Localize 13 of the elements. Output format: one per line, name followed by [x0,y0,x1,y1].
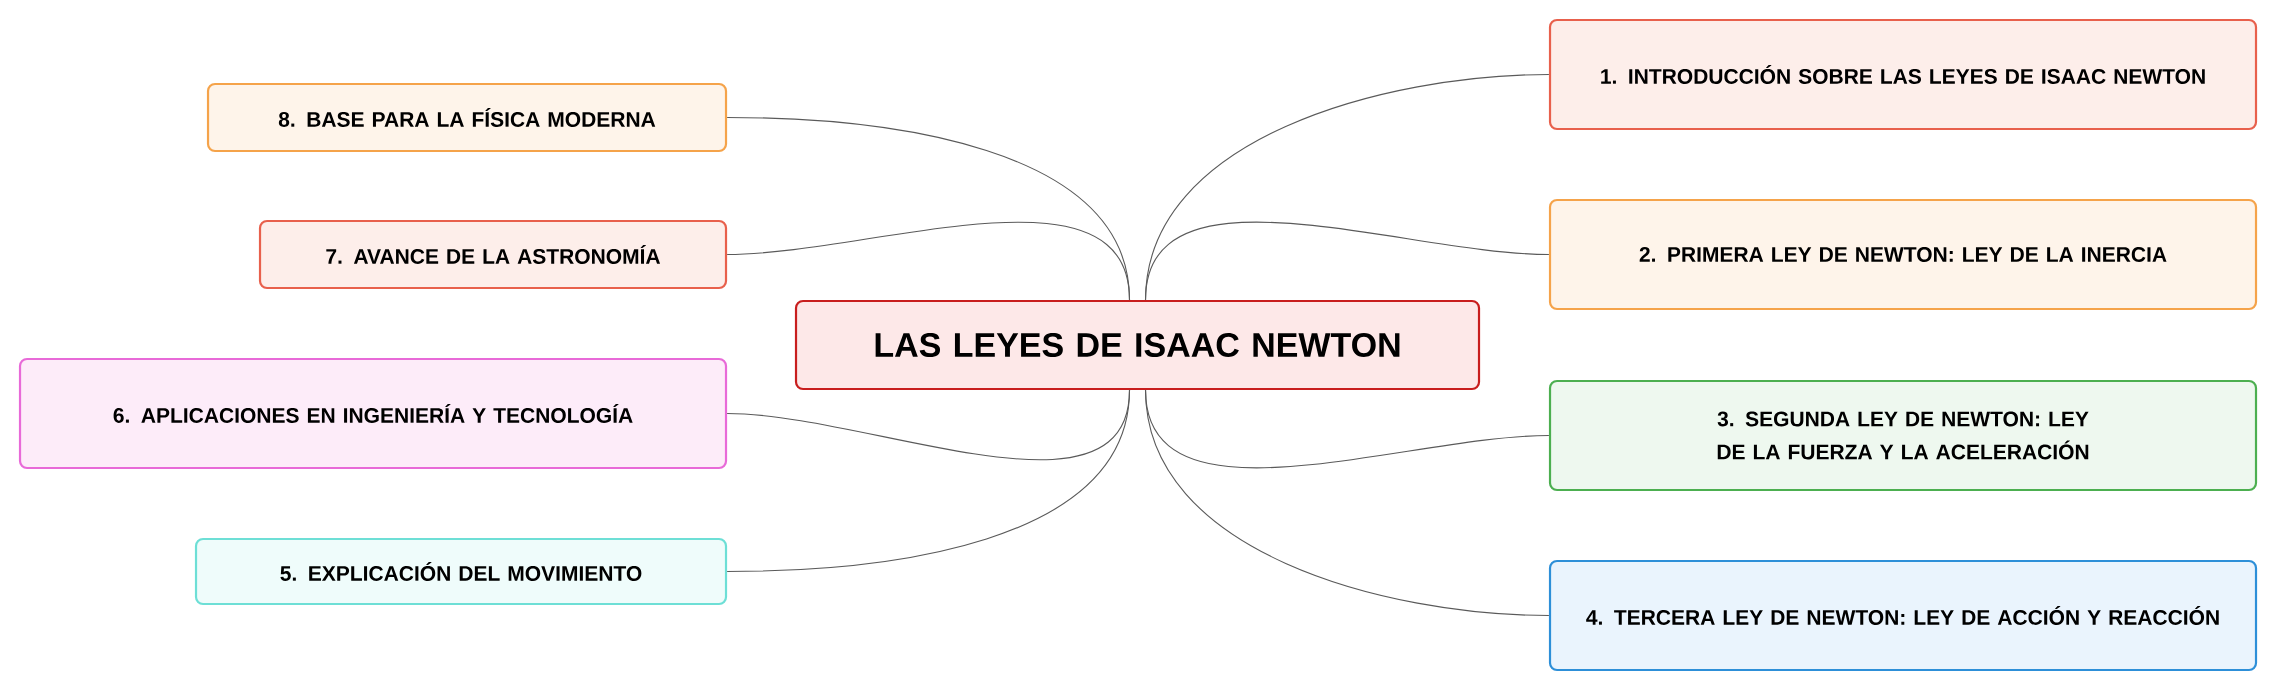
topic-box: 6. APLICACIONES EN INGENIERÍA Y TECNOLOGÍA [18,357,728,470]
connector-line [726,116,1131,301]
connector-line [1144,389,1550,617]
topic-box: 4. TERCERA LEY DE NEWTON: LEY DE ACCIÓN Y REACCIÓN [1548,559,2258,672]
connector-line [1144,221,1550,301]
topic-box: 8. BASE PARA LA FÍSICA MODERNA [206,82,728,153]
topic-box: 5. EXPLICACIÓN DEL MOVIMIENTO [194,537,728,606]
topic-box: 1. INTRODUCCIÓN SOBRE LAS LEYES DE ISAAC NEWTON [1548,18,2258,131]
topic-box: 3. SEGUNDA LEY DE NEWTON: LEY DE LA FUERZA Y LA ACELERACIÓN [1548,379,2258,492]
connector-line [726,389,1131,460]
topic-box: 7. AVANCE DE LA ASTRONOMÍA [258,219,728,290]
central-topic-box: LAS LEYES DE ISAAC NEWTON [794,299,1481,391]
topic-box: 2. PRIMERA LEY DE NEWTON: LEY DE LA INERCIA [1548,198,2258,311]
